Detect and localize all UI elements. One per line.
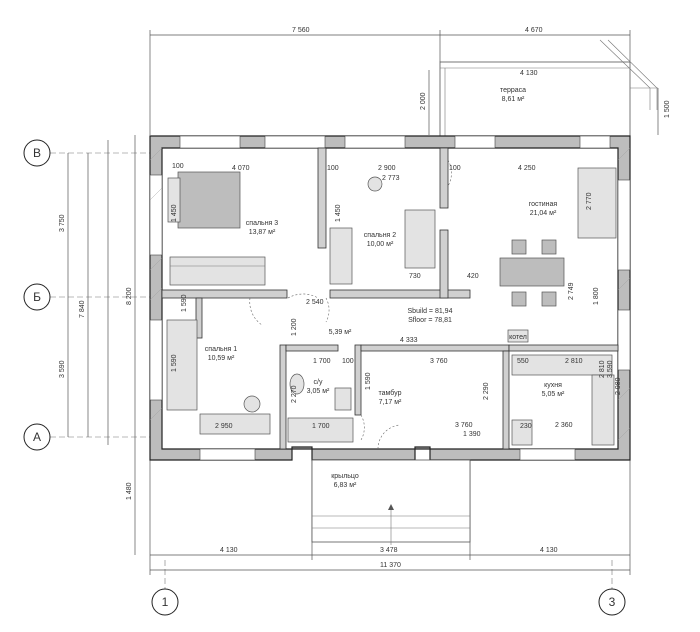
dim-d4: 4 250 <box>518 165 536 172</box>
dim-d16: 4 333 <box>400 337 418 344</box>
dim-left-porch: 1 480 <box>126 482 133 500</box>
dim-d10: 2 770 <box>586 192 593 210</box>
dim-top-total: 7 560 <box>292 27 310 34</box>
room-area-terrace: 8,61 м² <box>502 96 525 103</box>
dim-d29: 2 980 <box>615 377 622 395</box>
dim-d13: 1 800 <box>593 287 600 305</box>
axis-marker-a: А <box>23 423 51 451</box>
dim-d8: 1 450 <box>171 204 178 222</box>
dim-top-right: 4 670 <box>525 27 543 34</box>
dim-d15: 100 <box>342 358 354 365</box>
kotel-label: котел <box>509 334 527 341</box>
dim-d33: 730 <box>409 273 421 280</box>
room-area-kitchen: 5,05 м² <box>542 391 565 398</box>
dim-d20: 1 590 <box>365 372 372 390</box>
terrace <box>439 39 658 137</box>
dim-terrace-h: 2 000 <box>420 92 427 110</box>
dim-d25: 1 590 <box>171 354 178 372</box>
dimension-texts: 7 560 4 670 4 130 2 000 1 500 3 750 7 84… <box>59 27 671 569</box>
dim-d30: 1 200 <box>291 318 298 336</box>
room-name-bedroom2: спальня 2 <box>364 232 397 239</box>
dim-bottom-c: 4 130 <box>540 547 558 554</box>
grid-lines <box>50 152 613 590</box>
dim-d7: 100 <box>172 163 184 170</box>
room-name-kitchen: кухня <box>544 382 562 389</box>
dim-left-total2: 8 200 <box>126 287 133 305</box>
room-area-bath: 3,05 м² <box>307 388 330 395</box>
room-labels: терраса 8,61 м² спальня 3 13,87 м² спаль… <box>205 87 565 489</box>
dim-left-v1: 3 750 <box>59 214 66 232</box>
axis-label-3: 3 <box>609 595 616 609</box>
dim-d19: 550 <box>517 358 529 365</box>
dim-d17: 3 760 <box>430 358 448 365</box>
room-area-porch: 6,83 м² <box>334 482 357 489</box>
dim-d23: 2 950 <box>215 423 233 430</box>
interior-walls <box>161 147 619 450</box>
dim-d34: 230 <box>520 423 532 430</box>
dim-bottom-a: 4 130 <box>220 547 238 554</box>
axis-label-a: А <box>33 430 41 444</box>
dim-d28: 2 360 <box>555 422 573 429</box>
dim-bottom-total: 11 370 <box>380 562 401 569</box>
room-name-bedroom3: спальня 3 <box>246 220 279 227</box>
exterior-walls <box>149 135 631 461</box>
dim-d11: 420 <box>467 273 479 280</box>
dim-d5: 100 <box>327 165 339 172</box>
room-area-living: 21,04 м² <box>530 210 557 217</box>
dim-terrace-right: 1 500 <box>664 100 671 118</box>
axis-marker-1: 1 <box>151 588 179 616</box>
dim-d6: 100 <box>449 165 461 172</box>
room-name-bath: с/у <box>314 379 323 386</box>
sfloor-label: Sfloor = 78,81 <box>408 317 452 324</box>
dim-d2: 2 900 <box>378 165 396 172</box>
axis-label-b: Б <box>33 290 41 304</box>
room-area-bedroom3: 13,87 м² <box>249 229 276 236</box>
axis-label-v: В <box>33 146 41 160</box>
room-area-vestibule: 7,17 м² <box>379 399 402 406</box>
dim-d22: 2 270 <box>291 385 298 403</box>
dim-d1: 4 070 <box>232 165 250 172</box>
dim-d12: 2 749 <box>568 282 575 300</box>
dim-d9: 1 450 <box>335 204 342 222</box>
dim-d3: 2 773 <box>382 175 400 182</box>
dim-d24: 1 700 <box>312 423 330 430</box>
dim-left-v2: 3 590 <box>59 360 66 378</box>
axis-marker-b: Б <box>23 283 51 311</box>
room-name-vestibule: тамбур <box>379 389 402 397</box>
axis-label-1: 1 <box>162 595 169 609</box>
room-name-terrace: терраса <box>500 87 526 94</box>
room-area-hall: 5,39 м² <box>329 329 352 336</box>
dim-d32: 1 590 <box>181 294 188 312</box>
dim-d36: 2 810 <box>599 360 606 378</box>
dim-d21: 2 290 <box>483 382 490 400</box>
room-area-bedroom1: 10,59 м² <box>208 355 235 362</box>
axis-marker-3: 3 <box>598 588 626 616</box>
sbuild-label: Sbuild = 81,94 <box>408 308 453 315</box>
axis-marker-v: В <box>23 139 51 167</box>
dim-d14: 1 700 <box>313 358 331 365</box>
room-name-bedroom1: спальня 1 <box>205 346 238 353</box>
dim-d18: 2 810 <box>565 358 583 365</box>
room-area-bedroom2: 10,00 м² <box>367 241 394 248</box>
furniture <box>166 159 617 545</box>
room-name-porch: крыльцо <box>331 473 359 480</box>
dim-left-total: 7 840 <box>79 300 86 318</box>
dim-bottom-b: 3 478 <box>380 547 398 554</box>
room-name-living: гостиная <box>529 201 558 208</box>
wall-hatch <box>149 147 631 441</box>
dim-d27: 1 390 <box>463 431 481 438</box>
dim-terrace-w: 4 130 <box>520 70 538 77</box>
dim-d31: 2 540 <box>306 299 324 306</box>
dim-d35: 3 590 <box>607 360 614 378</box>
dim-d26: 3 760 <box>455 422 473 429</box>
